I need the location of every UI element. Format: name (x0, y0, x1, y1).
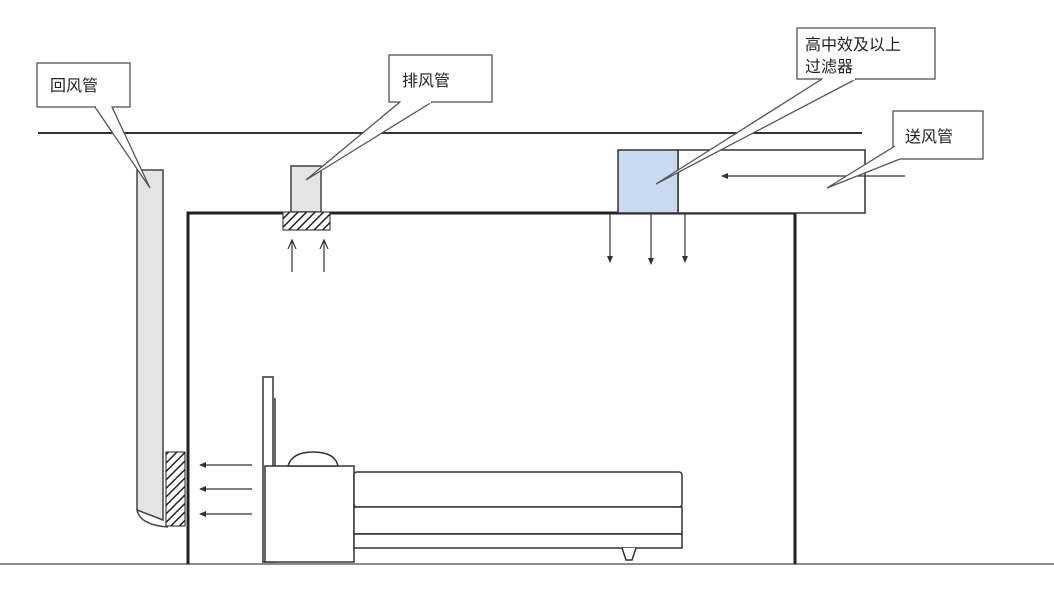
bed-mattress (353, 471, 683, 508)
return-duct-bend (136, 509, 169, 528)
label-return-duct: 回风管 (50, 76, 98, 95)
callout-supply-duct: 送风管 (826, 110, 984, 189)
bed-base (353, 506, 683, 535)
filter-box (617, 149, 679, 214)
supply-duct (677, 149, 866, 214)
bed-pillow (287, 451, 339, 467)
bed-lower (353, 533, 683, 549)
bed (262, 376, 683, 563)
callout-return-duct: 回风管 (36, 62, 151, 189)
label-filter-line2: 过滤器 (805, 57, 853, 76)
return-grille (165, 451, 186, 527)
callout-exhaust-duct: 排风管 (305, 54, 493, 181)
label-supply-duct: 送风管 (905, 127, 953, 146)
room-outline (186, 211, 797, 564)
exhaust-grille (282, 211, 331, 231)
callout-filter: 高中效及以上 过滤器 (655, 27, 936, 185)
bed-leg (621, 547, 637, 561)
bed-nightstand (264, 465, 355, 563)
return-duct (136, 169, 164, 522)
label-filter-line1: 高中效及以上 (805, 35, 901, 54)
label-exhaust-duct: 排风管 (402, 71, 450, 90)
